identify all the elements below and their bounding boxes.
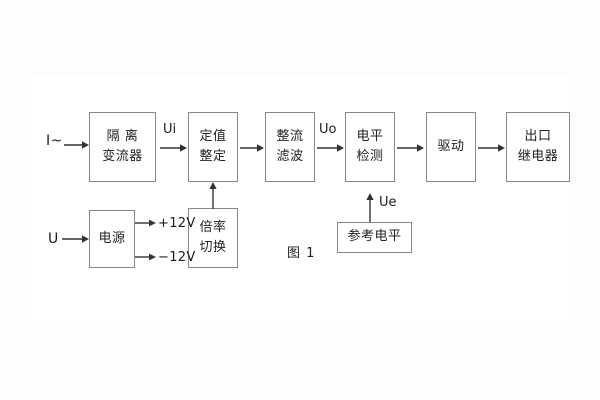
block-level-detection[interactable]: 电平 检测 <box>345 112 395 182</box>
block-rectifier-filter[interactable]: 整流 滤波 <box>265 112 315 182</box>
block-line: 变流器 <box>102 149 143 164</box>
block-line: 参考电平 <box>347 229 402 245</box>
arrow-setting-to-rectifier <box>240 143 265 153</box>
arrow-reference-level-to-level-detection <box>365 193 375 222</box>
block-line: 继电器 <box>517 149 559 164</box>
block-line: 隔 离 <box>106 128 139 144</box>
block-line: 定值 <box>199 128 227 144</box>
block-line: 检测 <box>356 149 384 164</box>
block-driver[interactable]: 驱动 <box>426 112 476 182</box>
block-line: 出口 <box>524 128 552 144</box>
arrow-isolation-to-setting <box>160 143 188 153</box>
block-line: 切换 <box>199 240 227 255</box>
rail-negative-12v-label: −12V <box>158 250 196 265</box>
block-line: 整定 <box>199 149 227 164</box>
block-reference-level[interactable]: 参考电平 <box>337 222 412 253</box>
arrow-power-rail-positive <box>135 218 157 228</box>
signal-ue-label: Ue <box>379 195 397 210</box>
signal-ui-label: Ui <box>163 122 177 137</box>
arrow-voltage-to-power-supply <box>62 234 90 244</box>
block-isolation-transformer[interactable]: 隔 离 变流器 <box>89 112 156 182</box>
arrow-power-rail-negative <box>135 252 157 262</box>
arrow-level-detection-to-driver <box>397 143 425 153</box>
block-line: 倍率 <box>199 219 227 235</box>
figure-caption: 图 1 <box>287 246 316 261</box>
block-output-relay[interactable]: 出口 继电器 <box>506 112 570 182</box>
block-setting-value[interactable]: 定值 整定 <box>188 112 238 182</box>
block-line: 驱动 <box>437 138 465 154</box>
arrow-driver-to-output-relay <box>478 143 506 153</box>
block-line: 滤波 <box>276 149 304 164</box>
arrow-multiplier-switch-to-setting <box>208 182 218 209</box>
arrow-current-to-isolation <box>64 140 90 150</box>
current-input-label: I~ <box>46 133 63 149</box>
voltage-input-label: U <box>48 231 59 247</box>
arrow-rectifier-to-level-detection <box>317 143 345 153</box>
block-line: 电源 <box>98 230 126 246</box>
block-multiplier-switch[interactable]: 倍率 切换 <box>188 208 238 268</box>
signal-uo-label: Uo <box>319 122 337 137</box>
rail-positive-12v-label: +12V <box>158 216 196 231</box>
block-power-supply[interactable]: 电源 <box>89 210 135 268</box>
block-line: 整流 <box>276 128 304 144</box>
block-line: 电平 <box>356 128 384 144</box>
